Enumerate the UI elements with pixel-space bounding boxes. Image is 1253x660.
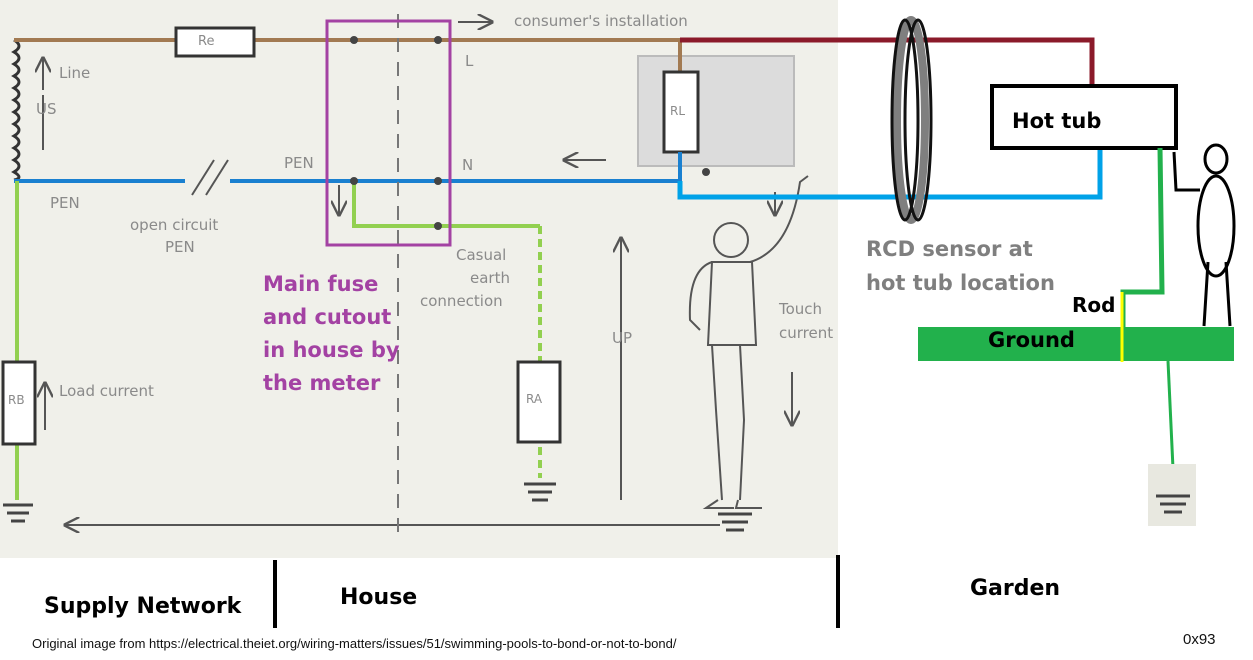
break-mark-2 bbox=[205, 159, 229, 196]
break-mark-1 bbox=[191, 159, 215, 196]
casual-label: Casual bbox=[456, 246, 507, 264]
main-fuse-line-3: in house by bbox=[263, 338, 400, 362]
rb-label: RB bbox=[8, 393, 25, 407]
main-fuse-line-2: and cutout bbox=[263, 305, 392, 329]
rcd-line-1: RCD sensor at bbox=[866, 237, 1033, 261]
consumer-installation-label: consumer's installation bbox=[514, 12, 688, 30]
rcd-annotation: RCD sensor at hot tub location bbox=[866, 232, 1055, 300]
rcd-line-2: hot tub location bbox=[866, 271, 1055, 295]
line-label: Line bbox=[59, 64, 91, 82]
person-touching-appliance bbox=[688, 175, 809, 509]
zone-house-label: House bbox=[340, 585, 418, 610]
load-current-label: Load current bbox=[59, 382, 154, 400]
main-fuse-annotation: Main fuse and cutout in house by the met… bbox=[263, 268, 400, 400]
hot-tub-box bbox=[990, 84, 1178, 150]
zone-supply-label: Supply Network bbox=[44, 594, 242, 619]
rcd-sensor-ring bbox=[890, 16, 933, 224]
touch-label: Touch bbox=[779, 300, 823, 318]
rod-label: Rod bbox=[1072, 293, 1116, 317]
stick-figure-person bbox=[1172, 143, 1236, 327]
terminal-dots bbox=[350, 36, 710, 230]
main-fuse-box bbox=[325, 19, 452, 247]
live-wire-red bbox=[680, 37, 1095, 104]
house-earth-wire bbox=[352, 181, 540, 228]
appliance-casing bbox=[637, 55, 795, 167]
ground-bar bbox=[918, 327, 1234, 361]
earth-symbol-person bbox=[718, 512, 752, 532]
ra-resistor bbox=[516, 360, 562, 444]
rl-label: RL bbox=[670, 104, 686, 118]
re-label: Re bbox=[198, 34, 215, 49]
image-code: 0x93 bbox=[1183, 631, 1216, 648]
earth-symbol-casual bbox=[524, 482, 556, 502]
n-label: N bbox=[462, 156, 474, 174]
earth-symbol-garden bbox=[1156, 494, 1190, 514]
ra-label: RA bbox=[526, 392, 543, 406]
open-circuit-pen-label: PEN bbox=[165, 238, 195, 256]
earth-label: earth bbox=[470, 269, 510, 287]
transformer-coil bbox=[11, 38, 21, 182]
earth-symbol-supply bbox=[3, 503, 33, 523]
re-resistor bbox=[174, 26, 256, 58]
zone-garden-label: Garden bbox=[970, 576, 1061, 601]
rb-resistor bbox=[1, 360, 37, 446]
pen-mid-label: PEN bbox=[284, 154, 314, 172]
neutral-wire-blue bbox=[677, 132, 1103, 200]
l-label: L bbox=[465, 52, 474, 70]
pen-label: PEN bbox=[50, 194, 80, 212]
rl-resistor bbox=[662, 70, 700, 154]
hot-tub-label: Hot tub bbox=[1012, 109, 1102, 133]
ground-label: Ground bbox=[988, 328, 1075, 352]
main-fuse-line-1: Main fuse bbox=[263, 272, 379, 296]
source-credit: Original image from https://electrical.t… bbox=[32, 636, 677, 651]
main-fuse-line-4: the meter bbox=[263, 371, 381, 395]
up-label: UP bbox=[612, 329, 633, 347]
us-label: US bbox=[36, 100, 57, 118]
current-label: current bbox=[779, 324, 834, 342]
open-circuit-label: open circuit bbox=[130, 216, 219, 234]
connection-label: connection bbox=[420, 292, 503, 310]
